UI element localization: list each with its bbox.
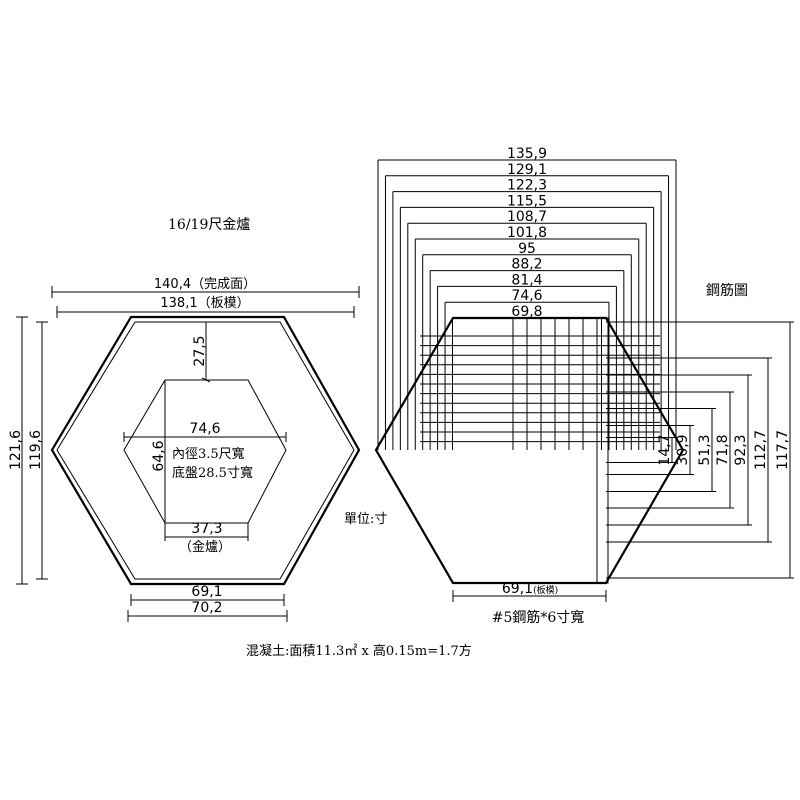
vdim-label: 112,7: [753, 430, 769, 470]
vdim-label: 117,7: [775, 430, 791, 470]
vdim-label: 14,7: [657, 434, 673, 465]
inner-width-label: 74,6: [189, 421, 220, 437]
formwork-hexagon: [56, 321, 355, 580]
horizontal-dims: 135,9129,1122,3115,5108,7101,89588,281,4…: [377, 146, 677, 450]
inner-height-label: 64,6: [151, 440, 167, 471]
unit-label: 單位:寸: [344, 512, 387, 527]
bottom-inner-label: 69,1: [191, 584, 222, 600]
rebar-corner-marker: [596, 317, 609, 584]
height-inner-label: 119,6: [28, 430, 44, 470]
hdim-label: 88,2: [511, 257, 542, 273]
vdim-label: 71,8: [715, 434, 731, 465]
inner-note-2: 底盤28.5寸寬: [172, 465, 253, 481]
height-outer-label: 121,6: [8, 430, 24, 470]
top-dims: 140,4（完成面） 138,1（板模）: [51, 277, 360, 318]
inner-bottom-note: （金爐）: [179, 539, 231, 555]
inner-bottom-label: 37,3: [191, 521, 222, 537]
hdim-label: 69,8: [511, 304, 542, 320]
left-title: 16/19尺金爐: [168, 217, 250, 233]
offset-label: 27,5: [192, 335, 208, 366]
hdim-label: 115,5: [507, 193, 547, 209]
hdim-label: 81,4: [511, 272, 542, 288]
hdim-label: 135,9: [507, 146, 547, 162]
left-furnace-drawing: 16/19尺金爐 140,4（完成面） 138,1（板模） 27,5: [8, 217, 361, 622]
vdim-label: 30,9: [675, 434, 691, 465]
concrete-note: 混凝土:面積11.3㎡ x 高0.15m=1.7方: [246, 643, 472, 659]
rebar-bottom-width: 69,1(板模): [502, 581, 558, 597]
hdim-label: 129,1: [507, 162, 547, 178]
form-width-label: 138,1（板模）: [160, 296, 249, 311]
finish-width-label: 140,4（完成面）: [154, 277, 256, 292]
vdim-label: 92,3: [733, 434, 749, 465]
hdim-label: 95: [518, 241, 536, 257]
rebar-lines: [420, 318, 660, 450]
hdim-label: 101,8: [507, 225, 547, 241]
vdim-label: 51,3: [697, 434, 713, 465]
rebar-note: #5鋼筋*6寸寬: [492, 609, 585, 626]
outer-hexagon: [50, 315, 361, 586]
bottom-outer-label: 70,2: [191, 600, 222, 616]
right-rebar-drawing: 鋼筋圖 135,9129,1122,3115,5108,7101,89588,2…: [374, 146, 794, 626]
hdim-label: 122,3: [507, 178, 547, 194]
right-title: 鋼筋圖: [706, 282, 748, 299]
hdim-label: 108,7: [507, 209, 547, 225]
inner-note-1: 內徑3.5尺寬: [172, 446, 245, 462]
hdim-label: 74,6: [511, 288, 542, 304]
